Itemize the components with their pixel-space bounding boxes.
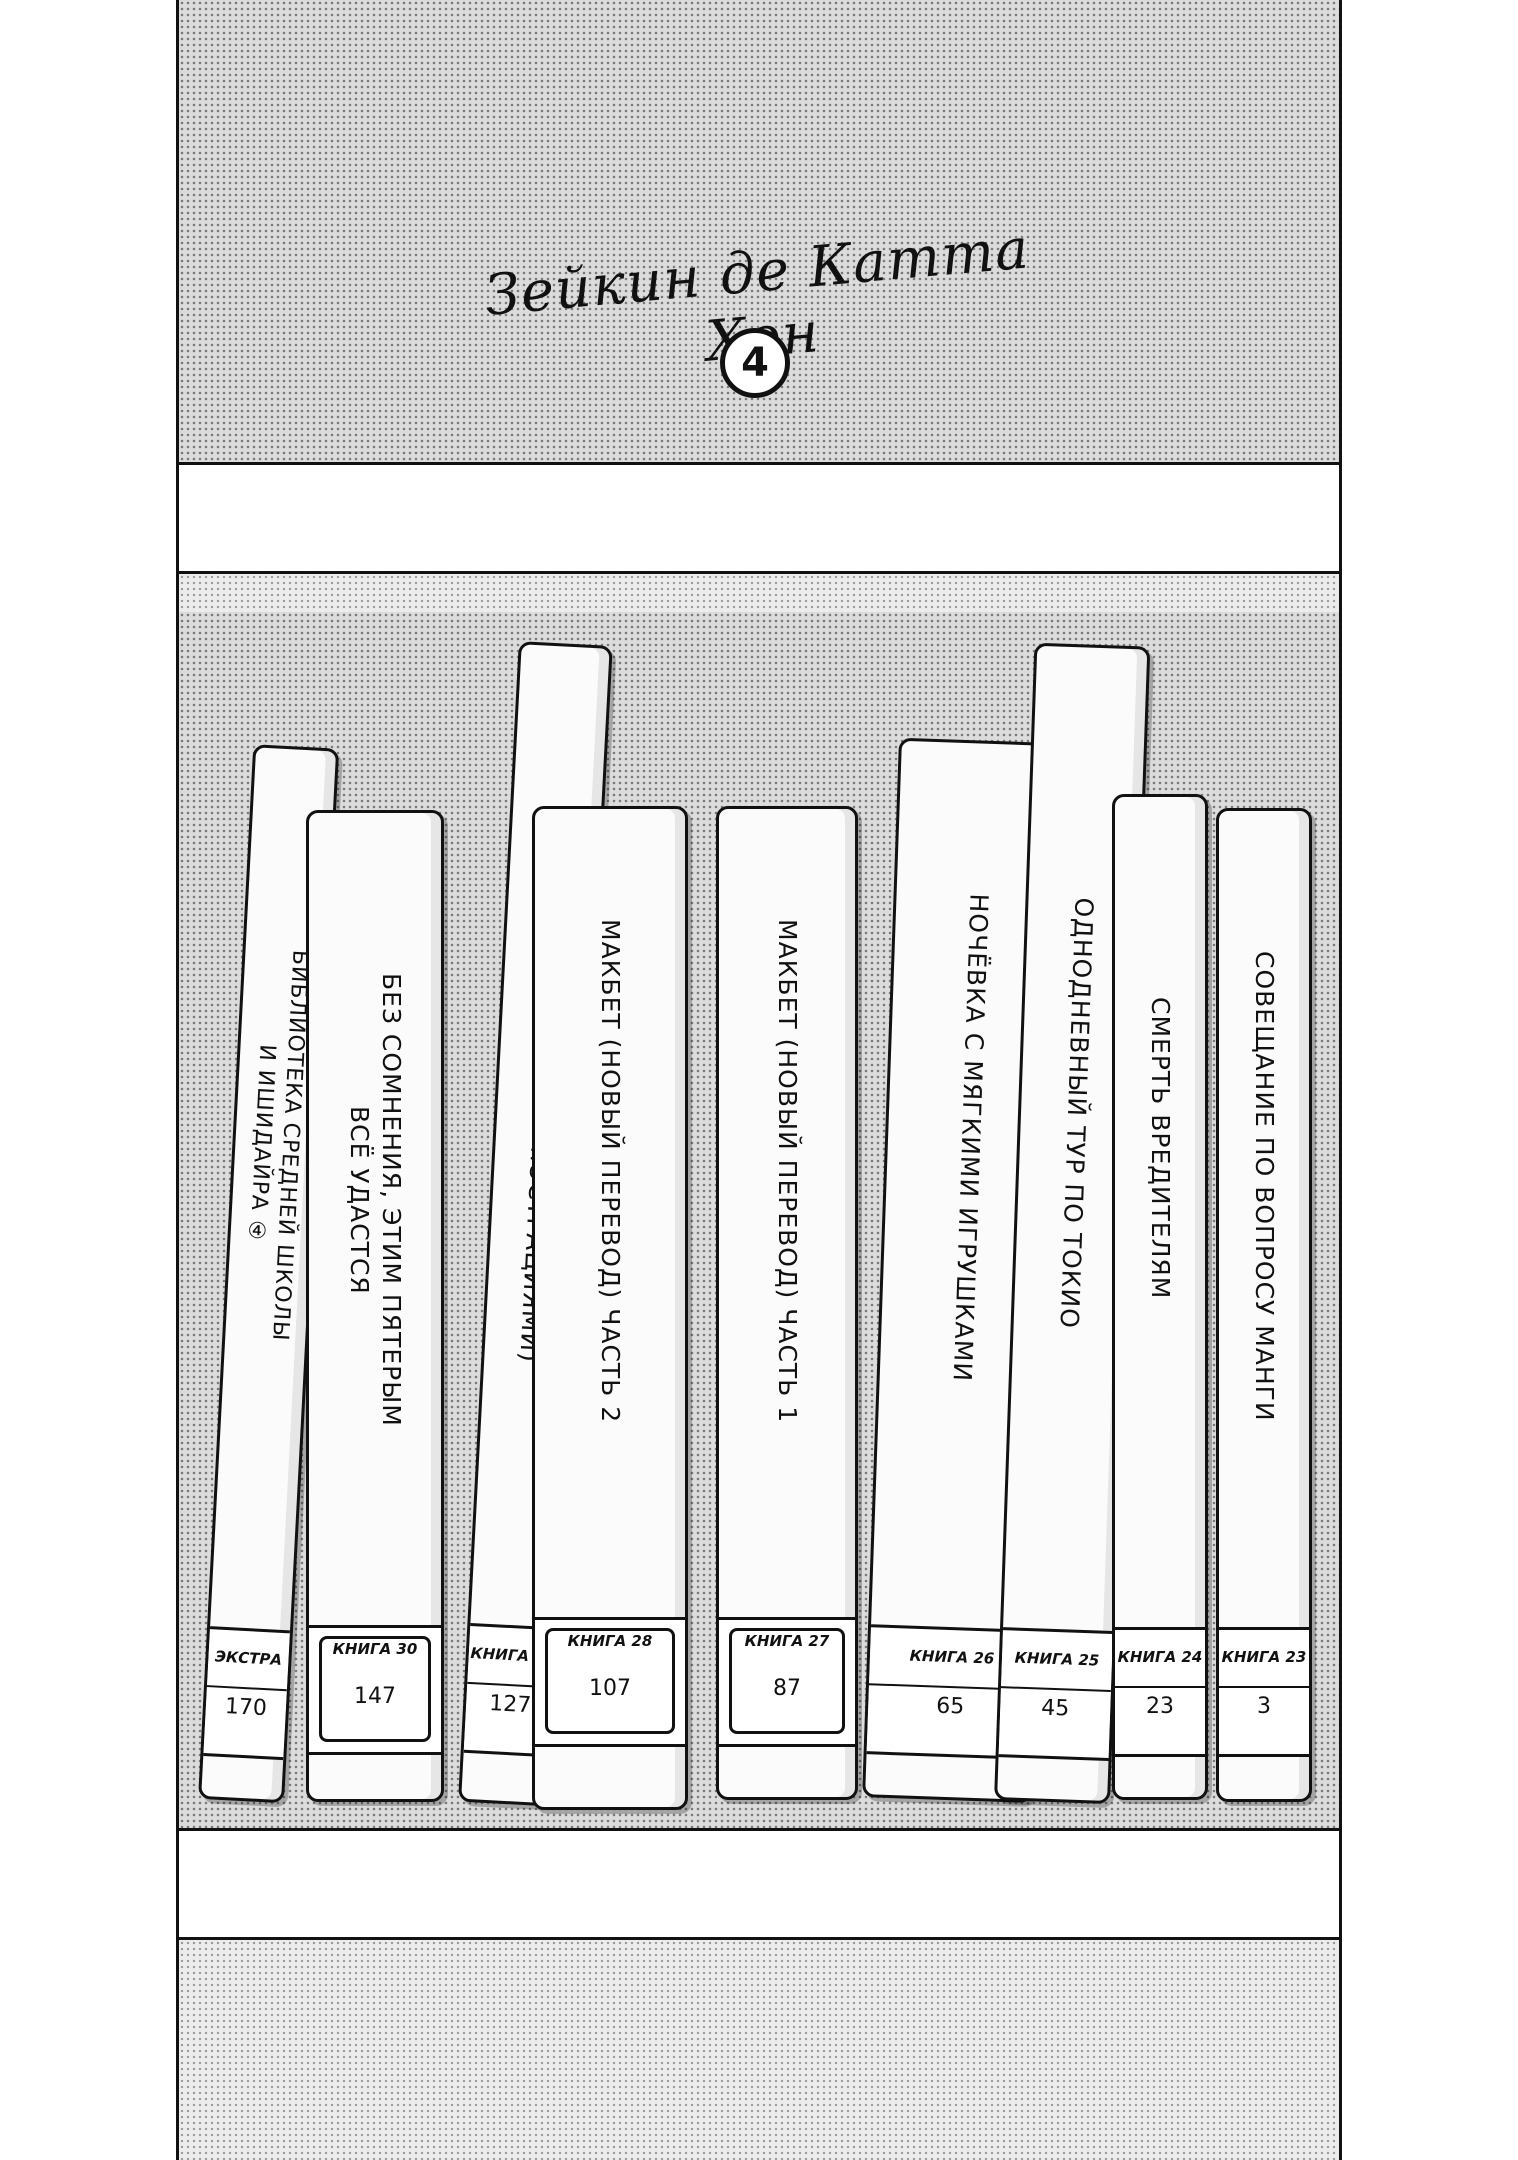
book-title: Смерть вредителям	[1146, 997, 1175, 1300]
upper-shelf-board	[176, 462, 1342, 574]
book-27[interactable]: Макбет (новый перевод) часть 1 КНИГА 27 8…	[716, 806, 858, 1800]
book-start-page: 23	[1115, 1686, 1205, 1719]
book-23[interactable]: Совещание по вопросу манги КНИГА 23 3	[1216, 808, 1312, 1802]
book-label: КНИГА 25	[1014, 1648, 1100, 1670]
book-30[interactable]: Без сомнения, этим пятерым всё удастся К…	[306, 810, 444, 1802]
book-title: Без сомнения, этим пятерым всё удастся	[345, 973, 406, 1427]
book-title: Однодневный тур по Токио	[1054, 897, 1099, 1330]
book-title: Совещание по вопросу манги	[1250, 951, 1279, 1422]
book-label: КНИГА 24	[1117, 1648, 1203, 1666]
volume-number-badge: 4	[720, 328, 790, 398]
book-28[interactable]: Макбет (новый перевод) часть 2 КНИГА 28 1…	[532, 806, 688, 1810]
title-panel	[176, 0, 1342, 462]
book-title: Макбет (новый перевод) часть 1	[773, 919, 802, 1424]
book-label: КНИГА 23	[1221, 1648, 1307, 1666]
book-label: КНИГА 27	[744, 1632, 830, 1650]
book-24[interactable]: Смерть вредителям КНИГА 24 23	[1112, 794, 1208, 1800]
book-title: Макбет (новый перевод) часть 2	[596, 919, 625, 1424]
book-start-page: 3	[1219, 1686, 1309, 1719]
book-start-page: 170	[205, 1685, 287, 1723]
book-label: ЭКСТРА	[214, 1647, 283, 1669]
book-start-page: 45	[999, 1686, 1111, 1723]
bottom-panel	[176, 1940, 1342, 2160]
book-start-page: 147	[354, 1684, 396, 1709]
book-start-page: 87	[773, 1676, 801, 1701]
book-start-page: 107	[589, 1676, 631, 1701]
lower-shelf-board	[176, 1828, 1342, 1940]
book-title: Ночёвка с мягкими игрушками	[947, 893, 994, 1383]
book-label: КНИГА 28	[567, 1632, 653, 1650]
shelf-strip	[176, 574, 1342, 612]
book-title: Библиотека средней школы и Ишидайра ④	[244, 949, 313, 1343]
book-label: КНИГА 30	[332, 1640, 418, 1658]
